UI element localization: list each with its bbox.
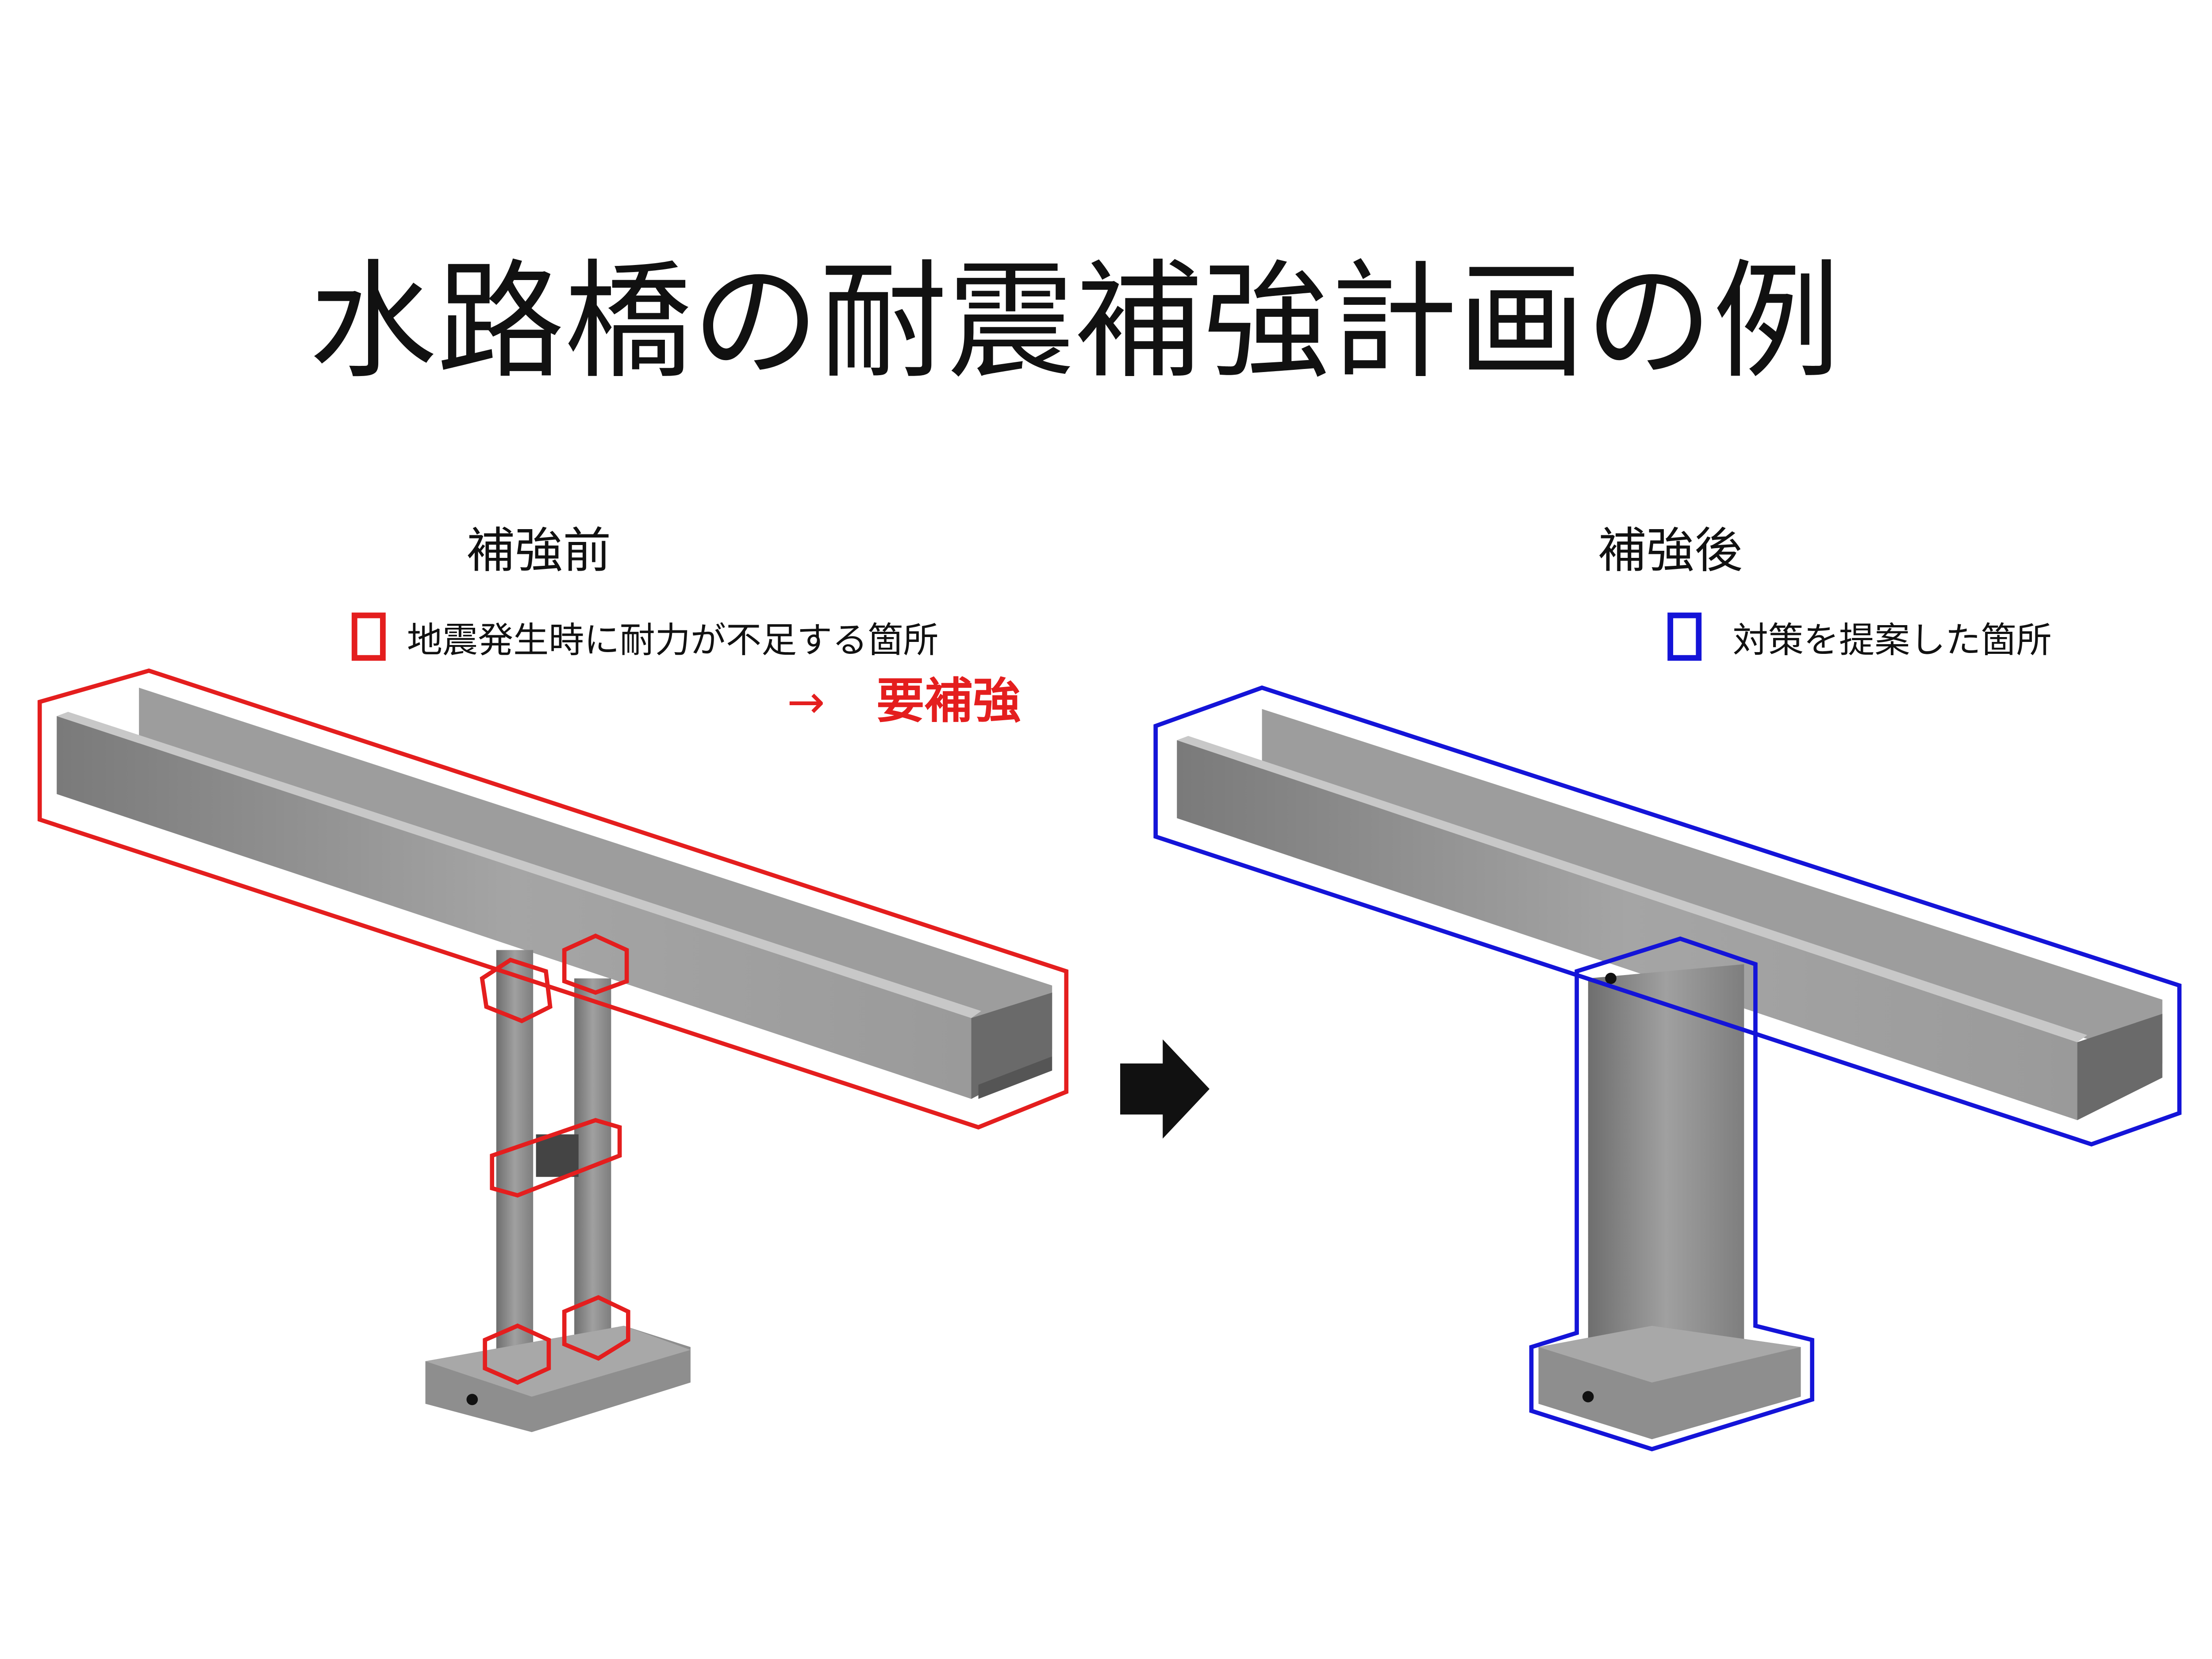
twin-columns-before — [425, 950, 691, 1432]
after-label: 補強後 — [1598, 522, 1743, 579]
before-panel: 補強前 地震発生時に耐力が不足する箇所 → 要補強 — [37, 522, 1069, 1432]
column-base-outline-2 — [562, 1295, 630, 1361]
slide-title: 水路橋の耐震補強計画の例 — [309, 248, 1841, 396]
beam-outline-red — [37, 668, 1069, 1130]
beam-outline-blue — [1153, 685, 2182, 1147]
column-beam-outline — [490, 1118, 622, 1198]
aqueduct-trough-before — [57, 687, 1052, 1099]
column-top-outline-1 — [480, 957, 553, 1023]
red-legend-swatch — [351, 612, 386, 661]
aqueduct-trough-after — [1177, 709, 2162, 1121]
after-panel: 補強後 対策を提案した箇所 — [1153, 522, 2182, 1452]
reinforcement-needed-note: 要補強 — [876, 673, 1021, 729]
pier-outline-blue — [1529, 936, 1814, 1452]
column-base-outline-1 — [483, 1323, 551, 1385]
column-top-outline-2 — [562, 933, 629, 995]
wall-pier-after — [1538, 964, 1801, 1440]
proposed-countermeasure-outlines — [1153, 685, 2182, 1452]
arrow-icon: → — [787, 676, 825, 729]
blue-legend-swatch — [1667, 612, 1702, 661]
before-label: 補強前 — [466, 522, 611, 579]
after-legend-text: 対策を提案した箇所 — [1733, 619, 2052, 661]
before-legend-text: 地震発生時に耐力が不足する箇所 — [407, 619, 939, 661]
right-arrow-icon — [1120, 1039, 1210, 1139]
weak-point-outlines — [37, 668, 1069, 1385]
